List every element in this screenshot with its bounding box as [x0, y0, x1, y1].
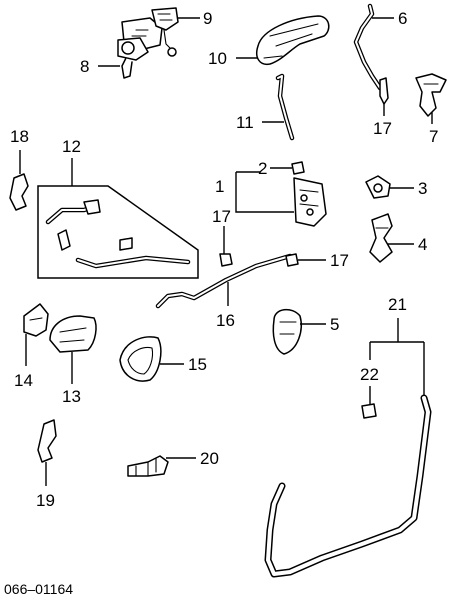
- part-3: [365, 175, 391, 199]
- clip-17-mid: [219, 253, 233, 267]
- lock-cylinder-assembly: [117, 7, 179, 79]
- leader-1: [235, 171, 294, 213]
- outside-door-handle: [256, 15, 330, 66]
- callout-5: 5: [330, 315, 339, 334]
- callout-2: 2: [258, 159, 267, 178]
- callout-14: 14: [14, 371, 33, 390]
- clip-22: [361, 403, 377, 419]
- callout-18: 18: [10, 127, 29, 146]
- rod-16: [155, 253, 293, 309]
- drawing-code: 066–01164: [4, 581, 73, 597]
- callout-1: 1: [215, 177, 224, 196]
- callout-6: 6: [398, 9, 407, 28]
- bracket-7: [415, 73, 447, 117]
- callout-20: 20: [200, 449, 219, 468]
- clip-17-right: [285, 253, 299, 267]
- door-seal-21: [264, 394, 432, 578]
- callout-17-right: 17: [330, 251, 349, 270]
- callout-21: 21: [388, 295, 407, 314]
- callout-9: 9: [203, 9, 212, 28]
- bezel-15: [119, 336, 162, 382]
- door-latch-1: [293, 177, 327, 227]
- callout-10: 10: [208, 49, 227, 68]
- inside-handle-13: [49, 315, 97, 353]
- inset-12: [37, 185, 199, 279]
- callout-19: 19: [36, 491, 55, 510]
- callout-3: 3: [418, 179, 427, 198]
- part-20: [127, 455, 169, 477]
- callout-13: 13: [62, 387, 81, 406]
- callout-22: 22: [360, 365, 379, 384]
- rod-6: [353, 3, 383, 91]
- callout-4: 4: [418, 235, 427, 254]
- bracket-18: [9, 173, 29, 211]
- bracket-4: [369, 213, 393, 263]
- rod-11: [275, 73, 295, 141]
- callout-8: 8: [80, 57, 89, 76]
- callout-17-top: 17: [373, 119, 392, 138]
- callout-17-mid: 17: [212, 207, 231, 226]
- part-5: [272, 308, 302, 355]
- callout-7: 7: [429, 127, 438, 146]
- part-14: [23, 303, 49, 337]
- latch-part-2: [291, 161, 305, 175]
- callout-15: 15: [188, 355, 207, 374]
- bracket-19: [37, 419, 57, 463]
- clip-17-top: [379, 77, 389, 105]
- callout-12: 12: [62, 137, 81, 156]
- callout-16: 16: [216, 311, 235, 330]
- callout-11: 11: [236, 113, 254, 132]
- leader-21: [369, 318, 425, 398]
